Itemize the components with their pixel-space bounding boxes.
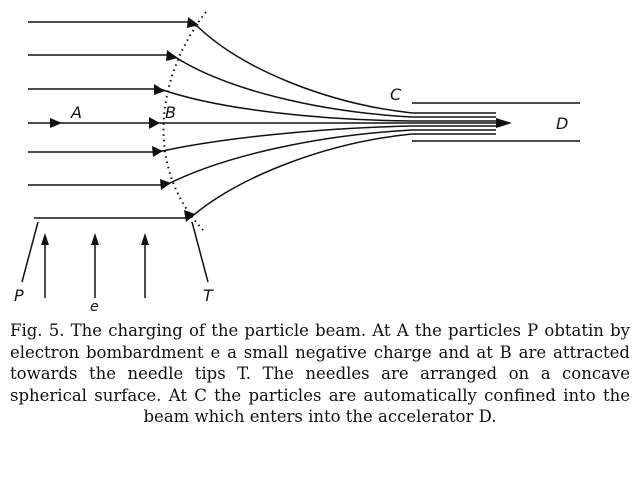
label-t: T [203,286,214,305]
electron-arrowhead [91,233,99,245]
needle-tip [154,84,165,95]
needle-tip [160,179,171,190]
needle-tip [152,146,163,157]
label-c: C [390,85,402,104]
needle-tip [187,17,199,28]
leader-line-p [21,221,39,283]
label-b: B [165,103,176,122]
label-p: P [14,286,24,305]
label-a: A [70,103,82,122]
particle-beam-diagram: A B C D P e T [14,11,580,315]
converging-path-1 [192,21,413,114]
electron-arrowhead [41,233,49,245]
electron-arrowhead [141,233,149,245]
needle-tip [149,117,160,129]
converging-path-7 [189,133,413,219]
label-e: e [90,299,99,315]
arrowhead-d [496,118,512,128]
needle-surface-arc [162,11,207,233]
needle-tip [184,210,195,222]
needle-tip [166,50,178,61]
converging-path-5 [157,125,413,153]
converging-path-3 [159,88,413,122]
leader-line-t [191,221,209,283]
label-d: D [556,114,568,133]
arrowhead-a [50,118,62,128]
converging-path-2 [171,54,413,118]
converging-path-6 [165,129,413,186]
figure-caption: Fig. 5. The charging of the particle bea… [10,321,630,426]
